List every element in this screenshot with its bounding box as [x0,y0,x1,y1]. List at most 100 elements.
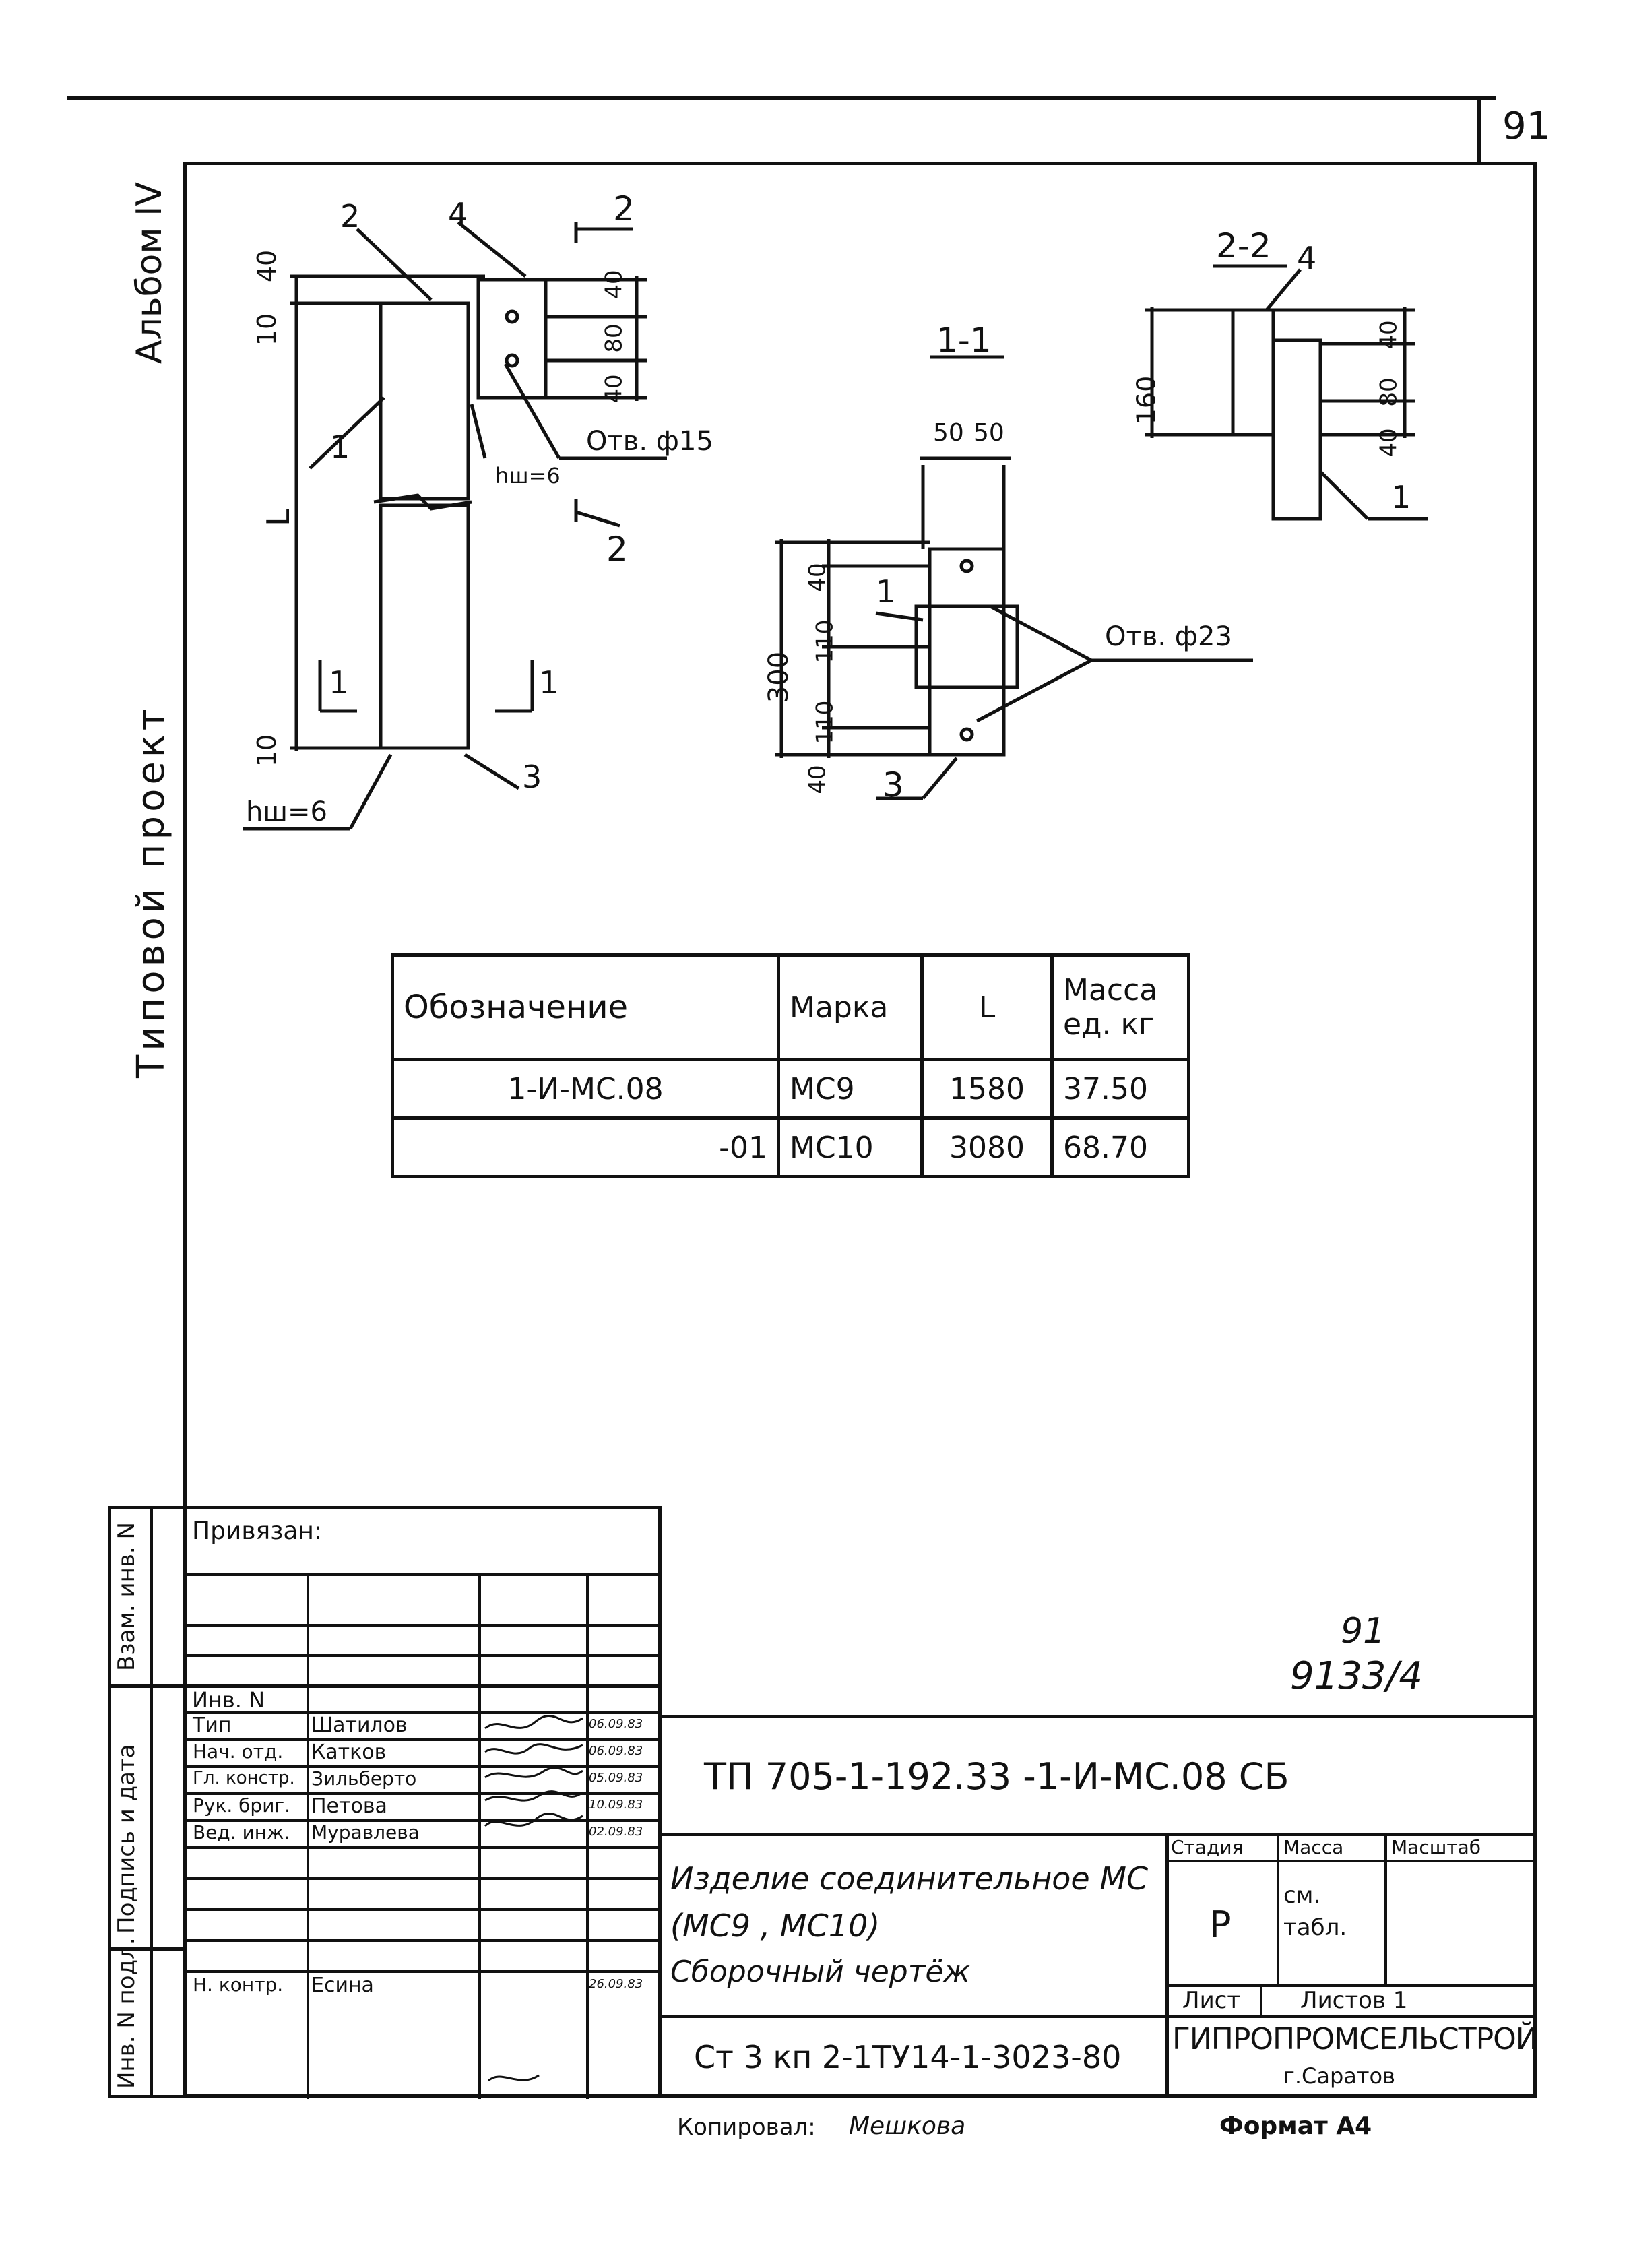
front-plate-4 [476,278,548,400]
section-1-1-title: 1-1 [936,321,992,360]
dim-1-1-40-top: 40 [804,563,831,592]
side-strip-divider [108,1684,183,1688]
title-line [662,2015,1537,2018]
stage-header: Стадия [1171,1836,1244,1858]
spec-cell-designation: 1-И-МС.08 [391,1058,780,1120]
handwritten-archive-no: 9133/4 [1290,1654,1424,1698]
dim-plate-40-bottom: 40 [600,374,628,404]
handwritten-sheet-no: 91 [1341,1611,1386,1651]
section-1-1-plate [928,547,1006,757]
title-line [662,1833,1537,1836]
left-stamp-block [183,1506,662,2098]
section-mark-2-bottom: 2 [606,530,628,569]
signature-scribbles [484,1715,583,2082]
sig-date: 06.09.83 [589,1717,643,1731]
front-tube-upper [379,301,470,501]
sig-name: Зильберто [311,1767,417,1790]
sig-role: Вед. инж. [193,1821,290,1844]
spec-cell-L: 1580 [920,1058,1054,1120]
callout-1-front: 1 [330,429,350,465]
spec-cell-mark: МС9 [777,1058,924,1120]
dim-2-2-40-top: 40 [1375,320,1403,350]
product-name-line2: (МС9 , МС10) [670,1908,881,1944]
section-2-2-plate [1231,308,1275,437]
callout-3-section: 3 [883,765,904,805]
break-line [373,493,472,511]
title-line [1165,1860,1537,1862]
sheet-number: 91 [1502,104,1551,148]
front-tube-lower [379,503,470,750]
copier-name: Мешкова [849,2112,966,2140]
callout-4-section: 4 [1297,240,1317,276]
section-mark-2-top: 2 [613,189,635,228]
sig-date: 05.09.83 [589,1771,643,1785]
stage-value: Р [1209,1903,1232,1946]
stamp-line [183,1684,662,1688]
stamp-vline [586,1573,589,2099]
stamp-empty-row [183,1846,662,1877]
sig-name: Шатилов [311,1713,408,1737]
dim-2-2-80: 80 [1375,377,1403,407]
callout-4-front: 4 [448,196,468,232]
format-label: Формат А4 [1219,2112,1372,2140]
side-strip-inner [150,1506,153,2098]
dim-plate-40-top: 40 [600,270,628,299]
signature-row: Рук. бриг. Петова 10.09.83 [183,1792,662,1819]
mass-header: Масса [1283,1836,1344,1858]
dim-1-1-110b: 110 [811,700,839,745]
signature-row: Гл. констр. Зильберто 05.09.83 [183,1765,662,1792]
sig-name: Муравлева [311,1821,420,1844]
dim-front-L: L [259,509,296,526]
hole-label-15: Отв. ф15 [586,426,713,457]
title-vline [1277,1833,1279,1984]
signature-rows: Тип Шатилов 06.09.83 Нач. отд. Катков 06… [183,1711,662,2000]
dim-2-2-160: 160 [1131,375,1161,425]
dim-plate-80: 80 [600,323,628,353]
sheets-header: Листов 1 [1300,1987,1408,2014]
drawing-code: ТП 705-1-192.33 -1-И-МС.08 СБ [704,1755,1289,1798]
organization-city: г.Саратов [1283,2063,1395,2089]
sig-role: Гл. констр. [193,1768,295,1788]
stamp-empty-row [183,1939,662,1970]
sig-role: Нач. отд. [193,1740,284,1763]
sig-date: 26.09.83 [589,1977,643,1991]
signature-row: Нач. отд. Катков 06.09.83 [183,1738,662,1765]
section-2-2-tube [1271,338,1322,521]
spec-row: -01 МС10 3080 68.70 [391,1116,1190,1178]
drawing-frame [183,162,1537,2098]
title-vline [1260,1984,1262,2015]
spec-cell-mark: МС10 [777,1116,924,1178]
dim-2-2-40-bottom: 40 [1375,428,1403,458]
spec-cell-mass: 68.70 [1050,1116,1190,1178]
weld-label-bottom: hш=6 [246,796,327,827]
title-vline [1165,1833,1169,2098]
sig-name: Есина [311,1974,374,1997]
spec-cell-designation: -01 [391,1116,780,1178]
signature-row: Н. контр. Есина 26.09.83 [183,1970,662,2000]
product-name-line1: Изделие соединительное МС [670,1860,1149,1897]
product-name-line3: Сборочный чертёж [670,1955,971,1989]
callout-1-section-2: 1 [1391,479,1411,515]
sig-date: 02.09.83 [589,1825,643,1839]
spec-header-designation: Обозначение [391,953,780,1061]
spec-header-L: L [920,953,1054,1061]
sig-role: Н. контр. [193,1974,284,1996]
sheet-number-divider [1477,96,1481,163]
spec-row: 1-И-МС.08 МС9 1580 37.50 [391,1058,1190,1120]
material-spec: Ст 3 кп 2-1ТУ14-1-3023-80 [694,2039,1122,2075]
spec-cell-L: 3080 [920,1116,1054,1178]
dim-1-1-50b: 50 [973,419,1004,447]
stamp-vline [307,1573,309,2099]
spec-table: Обозначение Марка L Масса ед. кг 1-И-МС.… [391,953,1190,1178]
stamp-line [183,1654,662,1657]
callout-3-front: 3 [522,759,542,795]
sig-date: 06.09.83 [589,1744,643,1758]
dim-1-1-40-bottom: 40 [804,765,831,794]
scale-header: Масштаб [1391,1836,1481,1858]
hole-label-23: Отв. ф23 [1105,621,1232,652]
spec-header-mark: Марка [777,953,924,1061]
spec-header-mass: Масса ед. кг [1050,953,1190,1061]
spec-header-row: Обозначение Марка L Масса ед. кг [391,953,1190,1061]
dim-1-1-110a: 110 [811,619,839,664]
